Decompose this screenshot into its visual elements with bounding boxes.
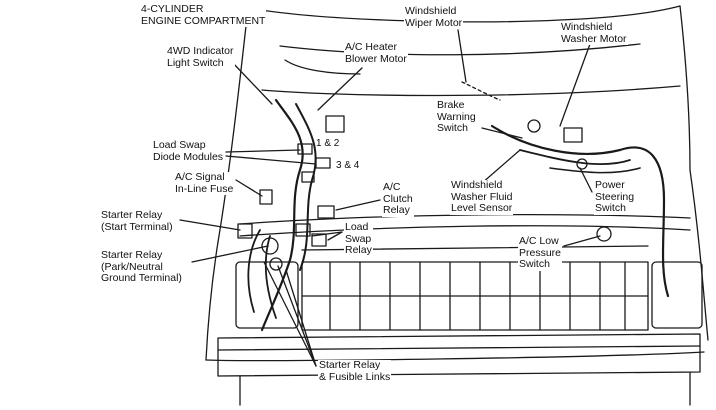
wiring-harness-left [260,98,304,332]
hood-outline [217,7,249,243]
label-ac-signal-inline-fuse: A/C Signal In-Line Fuse [174,171,235,195]
label-power-steering-switch: Power Steering Switch [594,179,636,215]
label-windshield-washer-fluid-level-sensor: Windshield Washer Fluid Level Sensor [450,179,514,215]
label-starter-relay-fusible-links: Starter Relay & Fusible Links [318,359,392,383]
label-load-swap-relay: Load Swap Relay [344,221,373,257]
module-numbers-3-4: 3 & 4 [336,160,360,171]
label-4wd-indicator-light-switch: 4WD Indicator Light Switch [166,45,235,69]
label-starter-relay-park-neutral: Starter Relay (Park/Neutral Ground Termi… [100,249,183,285]
bumper [217,333,701,377]
label-starter-relay-start-terminal: Starter Relay (Start Terminal) [100,209,174,233]
label-load-swap-diode-modules: Load Swap Diode Modules [152,139,225,163]
label-windshield-wiper-motor: Windshield Wiper Motor [404,5,464,29]
label-windshield-washer-motor: Windshield Washer Motor [560,21,628,45]
wiring-harness-right [490,124,670,298]
label-brake-warning-switch: Brake Warning Switch [436,99,477,135]
diagram-title: 4-CYLINDER ENGINE COMPARTMENT [140,3,267,27]
label-ac-clutch-relay: A/C Clutch Relay [382,181,414,217]
module-numbers-1-2: 1 & 2 [316,138,340,149]
label-ac-low-pressure-switch: A/C Low Pressure Switch [518,235,563,271]
label-ac-heater-blower-motor: A/C Heater Blower Motor [344,41,408,65]
